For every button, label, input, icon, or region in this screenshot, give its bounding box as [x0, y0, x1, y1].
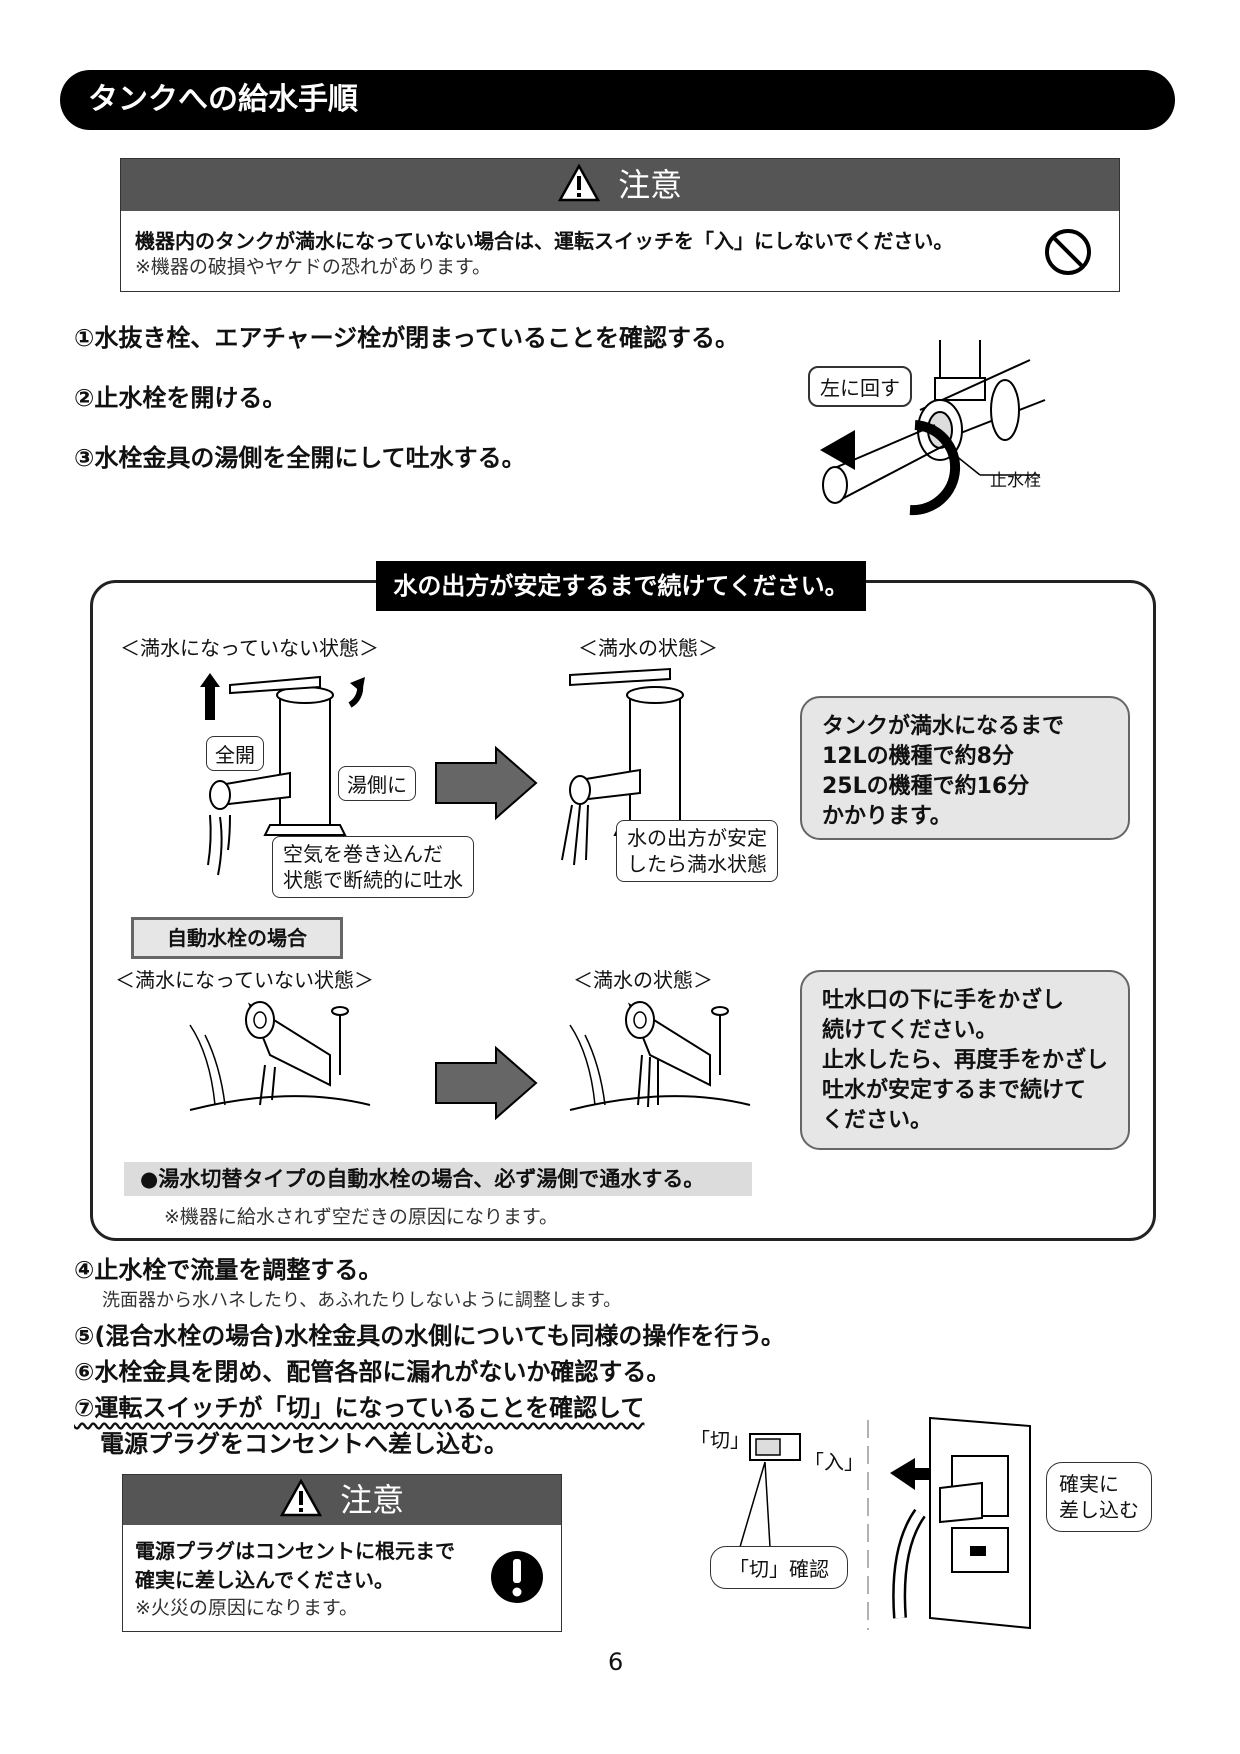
- stable-note-line2: したら満水状態: [627, 852, 767, 876]
- auto-faucet-subnote: ※機器に給水されず空だきの原因になります。: [164, 1206, 559, 1228]
- caution-line1: 機器内のタンクが満水になっていない場合は、運転スイッチを「入」にしないでください…: [135, 229, 954, 253]
- step-7b: 電源プラグをコンセントへ差し込む。: [100, 1430, 508, 1458]
- faucet-not-full-illustration: [200, 673, 365, 876]
- caution-box-bottom: 注意 電源プラグはコンセントに根元まで 確実に差し込んでください。 ※火災の原因…: [122, 1474, 562, 1632]
- step-4: ④止水栓で流量を調整する。: [74, 1256, 383, 1284]
- full-open-label: 全開: [206, 736, 264, 771]
- auto-callout-line1: 吐水口の下に手をかざし: [822, 988, 1065, 1013]
- stable-note: 水の出方が安定 したら満水状態: [616, 820, 778, 882]
- switch-on-label: 「入」: [804, 1450, 864, 1474]
- caution-heading-2: 注意: [340, 1481, 405, 1519]
- stable-flow-heading: 水の出方が安定するまで続けてください。: [376, 561, 866, 611]
- caution2-line2: 確実に差し込んでください。: [135, 1568, 394, 1592]
- stop-valve-illustration: [820, 340, 1046, 516]
- step-2: ②止水栓を開ける。: [74, 384, 287, 412]
- air-note-line1: 空気を巻き込んだ: [283, 842, 443, 866]
- warning-triangle-icon: [279, 1478, 323, 1517]
- fill-time-line4: かかります。: [822, 804, 952, 829]
- plug-insert-label: 確実に 差し込む: [1046, 1462, 1152, 1532]
- stop-valve-label: 止水栓: [990, 471, 1041, 491]
- auto-callout-line2: 続けてください。: [822, 1018, 998, 1043]
- caution-line2: ※機器の破損やヤケドの恐れがあります。: [135, 256, 492, 278]
- fill-time-line2: 12Lの機種で約8分: [822, 744, 1014, 769]
- air-note: 空気を巻き込んだ 状態で断続的に吐水: [272, 836, 474, 898]
- off-confirm-label: 「切」確認: [710, 1546, 848, 1589]
- switch-off-label: 「切」: [690, 1428, 750, 1452]
- step-3: ③水栓金具の湯側を全開にして吐水する。: [74, 444, 526, 472]
- faucet-full-illustration: [561, 667, 697, 866]
- caution2-line3: ※火災の原因になります。: [135, 1597, 359, 1619]
- auto-faucet-label: 自動水栓の場合: [131, 917, 343, 959]
- exclamation-icon: [491, 1551, 543, 1603]
- full-label: ＜満水の状態＞: [578, 636, 718, 660]
- auto-full-label: ＜満水の状態＞: [573, 968, 713, 992]
- auto-callout-line5: ください。: [822, 1108, 933, 1133]
- power-outlet-plug-illustration: [890, 1416, 1031, 1630]
- prohibited-icon: [1045, 229, 1091, 275]
- page-number: 6: [608, 1648, 624, 1676]
- plug-insert-line2: 差し込む: [1059, 1498, 1139, 1522]
- turn-left-label: 左に回す: [808, 366, 912, 407]
- step-1: ①水抜き栓、エアチャージ栓が閉まっていることを確認する。: [74, 324, 739, 352]
- fill-time-callout: タンクが満水になるまで 12Lの機種で約8分 25Lの機種で約16分 かかります…: [800, 696, 1130, 840]
- air-note-line2: 状態で断続的に吐水: [283, 868, 463, 892]
- hot-side-label: 湯側に: [338, 766, 416, 801]
- warning-triangle-icon: [557, 163, 601, 202]
- step-6: ⑥水栓金具を閉め、配管各部に漏れがないか確認する。: [74, 1358, 671, 1386]
- caution-header: 注意: [121, 159, 1119, 211]
- fill-time-line1: タンクが満水になるまで: [822, 714, 1065, 739]
- plug-insert-line1: 確実に: [1059, 1472, 1119, 1496]
- auto-faucet-full-illustration: [569, 1001, 751, 1111]
- step-4-note: 洗面器から水ハネしたり、あふれたりしないように調整します。: [102, 1290, 622, 1311]
- power-switch-illustration: [749, 1433, 801, 1461]
- stable-note-line1: 水の出方が安定: [627, 826, 767, 850]
- caution-heading: 注意: [618, 166, 683, 204]
- auto-callout-line3: 止水したら、再度手をかざし: [822, 1048, 1109, 1073]
- not-full-label: ＜満水になっていない状態＞: [120, 636, 379, 660]
- caution-box-top: 注意 機器内のタンクが満水になっていない場合は、運転スイッチを「入」にしないでく…: [120, 158, 1120, 292]
- caution-header-2: 注意: [123, 1475, 561, 1525]
- step-5: ⑤(混合水栓の場合)水栓金具の水側についても同様の操作を行う。: [74, 1322, 785, 1350]
- caution2-line1: 電源プラグはコンセントに根元まで: [135, 1539, 455, 1563]
- page-title: タンクへの給水手順: [60, 70, 1175, 130]
- auto-faucet-note: ●湯水切替タイプの自動水栓の場合、必ず湯側で通水する。: [124, 1162, 752, 1196]
- right-arrow-icon: [435, 1045, 538, 1121]
- step-7a: ⑦運転スイッチが「切」になっていることを確認して: [74, 1394, 645, 1422]
- switch-pointer-lines: [739, 1461, 771, 1548]
- auto-callout-line4: 吐水が安定するまで続けて: [822, 1078, 1087, 1103]
- auto-not-full-label: ＜満水になっていない状態＞: [115, 968, 374, 992]
- divider-line: [867, 1420, 869, 1630]
- auto-faucet-callout: 吐水口の下に手をかざし 続けてください。 止水したら、再度手をかざし 吐水が安定…: [800, 970, 1130, 1150]
- fill-time-line3: 25Lの機種で約16分: [822, 774, 1030, 799]
- right-arrow-icon: [435, 745, 538, 821]
- auto-faucet-not-full-illustration: [189, 1001, 371, 1111]
